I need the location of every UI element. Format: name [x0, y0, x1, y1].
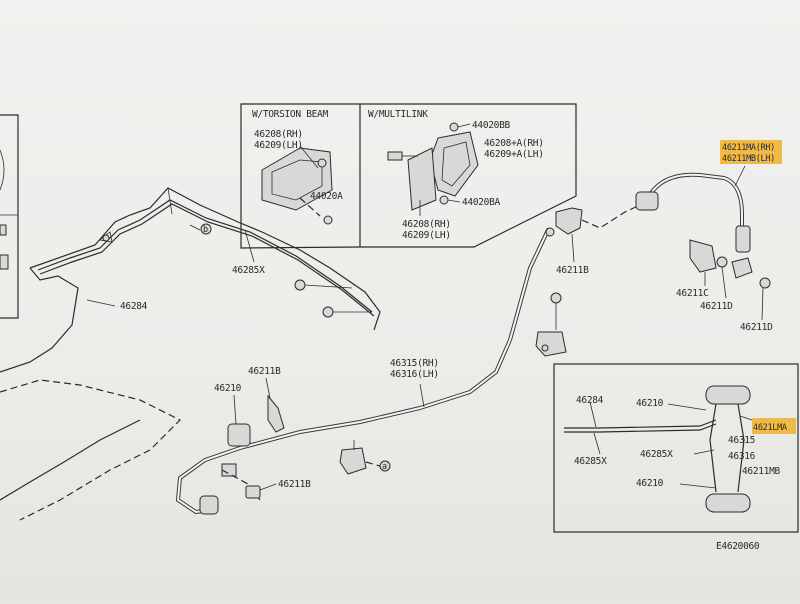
label-46315-rh: 46315(RH) [390, 358, 439, 369]
overview-label-46284: 46284 [576, 395, 604, 406]
hose-46210 [199, 394, 261, 515]
label-46208a-rh: 46208+A(RH) [484, 138, 544, 149]
callout-b: b [203, 225, 208, 235]
callout-a: a [382, 462, 387, 472]
overview-label-46315: 46315 [728, 435, 755, 446]
torsion-beam-bracket [261, 147, 333, 225]
label-44020a: 44020A [310, 191, 343, 202]
clip-46211b-bottom [245, 483, 277, 499]
pipe-46315-46316 [175, 228, 550, 515]
label-46210: 46210 [214, 383, 242, 394]
vehicle-overview-inset [553, 363, 799, 533]
label-44020bb-inset: 44020BB [472, 120, 511, 131]
label-46209-lh-multilink: 46209(LH) [402, 230, 451, 241]
label-46211b-mid: 46211B [248, 366, 281, 377]
overview-label-46210-top: 46210 [636, 398, 664, 409]
label-46208-rh-torsion: 46208(RH) [254, 129, 303, 140]
label-46208-rh-multilink: 46208(RH) [402, 219, 451, 230]
label-46211ma-rh: 46211MA(RH) [722, 143, 775, 153]
overview-label-46285x-mid: 46285X [640, 449, 673, 460]
label-44020ba: 44020BA [462, 197, 501, 208]
label-46211mb-lh: 46211MB(LH) [722, 154, 775, 164]
label-46285x: 46285X [232, 265, 265, 276]
label-46209a-lh: 46209+A(LH) [484, 149, 544, 160]
clip-callouts [200, 223, 372, 318]
fittings-46211c-46211d [689, 239, 771, 321]
overview-label-46316: 46316 [728, 451, 756, 462]
inset-title-multilink: W/MULTILINK [368, 109, 428, 120]
overview-label-46211ma: 4621LMA [753, 423, 787, 433]
multilink-bracket [387, 122, 479, 211]
inset-suspension-variants: W/TORSION BEAM W/MULTILINK 46208(RH) 462… [240, 103, 577, 249]
label-46284: 46284 [120, 301, 148, 312]
overview-label-46285x-top: 46285X [574, 456, 607, 467]
label-46211b-bottom: 46211B [278, 479, 311, 490]
figure-code: E4620060 [716, 541, 760, 552]
label-46316-lh: 46316(LH) [390, 369, 439, 380]
clip-46211b-mid [265, 377, 285, 433]
overview-label-46210-bottom: 46210 [636, 478, 664, 489]
pipe-46285x [37, 199, 375, 317]
inset-title-torsion-beam: W/TORSION BEAM [252, 109, 328, 120]
label-46211d-b: 46211D [740, 322, 773, 333]
brake-hose-46211ma-mb [635, 165, 751, 253]
junction-block [535, 292, 567, 357]
label-46211d-a: 46211D [700, 301, 733, 312]
left-edge-frame [0, 114, 19, 319]
floor-pan-outline [0, 187, 381, 521]
clip-46211b-top [545, 204, 641, 263]
highlight-46211ma-overview [752, 418, 796, 434]
label-46211b-top: 46211B [556, 265, 589, 276]
overview-label-46211mb: 46211MB [742, 466, 781, 477]
highlight-46211ma-mb [720, 140, 782, 164]
bracket-callout-a [339, 440, 391, 475]
label-46209-lh-torsion: 46209(LH) [254, 140, 303, 151]
label-46211c: 46211C [676, 288, 709, 299]
